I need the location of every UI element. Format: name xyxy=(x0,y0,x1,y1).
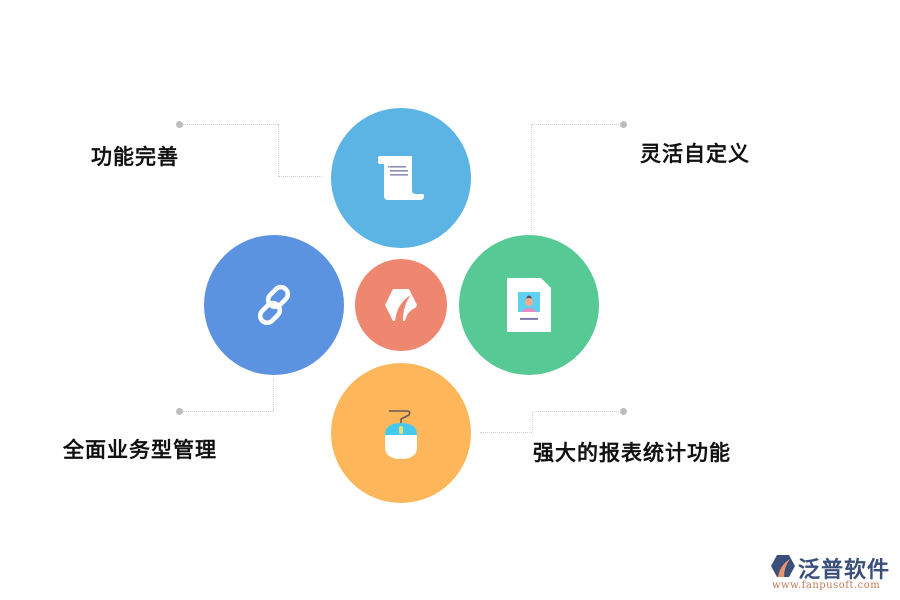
connector-dot-top-right xyxy=(620,121,627,128)
label-bottom-left: 全面业务型管理 xyxy=(63,438,217,462)
chain-link-icon xyxy=(257,284,291,326)
computer-mouse-icon xyxy=(385,410,417,459)
connector-line xyxy=(183,411,273,412)
connector-line xyxy=(532,411,621,412)
brand-url: www.fanpusoft.com xyxy=(772,580,881,591)
connector-dot-bottom-left xyxy=(176,408,183,415)
connector-line xyxy=(278,124,279,176)
brand-hexagon-icon xyxy=(771,555,795,577)
scroll-document-icon xyxy=(378,156,424,200)
feature-circle-bottom xyxy=(331,363,471,503)
connector-dot-bottom-right xyxy=(620,408,627,415)
label-top-left: 功能完善 xyxy=(91,145,179,169)
center-circle xyxy=(355,259,447,351)
label-top-right: 灵活自定义 xyxy=(640,142,750,166)
brand-logo: 泛普软件 www.fanpusoft.com xyxy=(770,552,895,592)
connector-line xyxy=(480,432,532,433)
connector-dot-top-left xyxy=(176,121,183,128)
feature-circle-top xyxy=(331,108,471,248)
connector-line xyxy=(278,176,322,177)
feature-circle-left xyxy=(204,235,344,375)
connector-line xyxy=(532,411,533,432)
connector-line xyxy=(531,124,532,236)
connector-line xyxy=(273,378,274,411)
feature-circle-right xyxy=(459,235,599,375)
id-card-document-icon xyxy=(507,278,551,332)
brand-name: 泛普软件 xyxy=(798,558,891,583)
hexagon-leaf-logo-icon xyxy=(385,289,417,321)
connector-line xyxy=(183,124,278,125)
label-bottom-right: 强大的报表统计功能 xyxy=(533,441,731,465)
connector-line xyxy=(531,124,621,125)
